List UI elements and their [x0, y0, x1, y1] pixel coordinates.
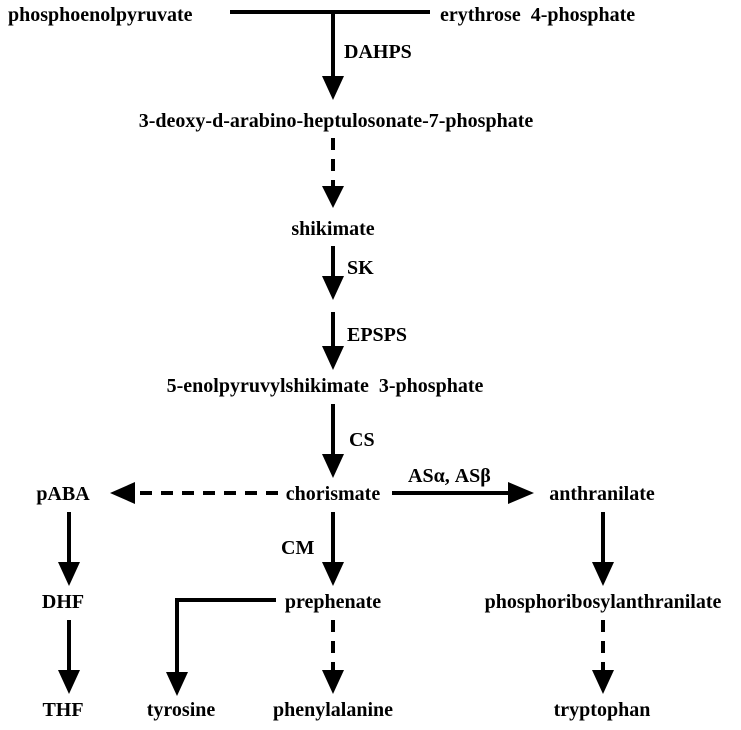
node-dhf: DHF: [42, 591, 84, 613]
arrow-as-head: [508, 482, 534, 504]
enzyme-cm: CM: [281, 537, 314, 559]
arrow-paba-dhf-head: [58, 562, 80, 586]
enzyme-as: ASα, ASβ: [408, 465, 491, 487]
node-erythrose-4-phosphate: erythrose 4-phosphate: [440, 4, 635, 26]
node-tryptophan: tryptophan: [554, 699, 651, 721]
arrow-dahp-shikimate-head: [322, 186, 344, 208]
enzyme-dahps: DAHPS: [344, 41, 412, 63]
arrow-sk-head: [322, 276, 344, 300]
node-phenylalanine: phenylalanine: [273, 699, 393, 721]
arrow-epsps-head: [322, 346, 344, 370]
node-tyrosine: tyrosine: [147, 699, 216, 721]
arrow-chorismate-paba-head: [110, 482, 135, 504]
node-chorismate: chorismate: [286, 483, 381, 505]
arrow-pra-tryptophan-head: [592, 670, 614, 694]
arrow-dahps-head: [322, 76, 344, 100]
arrow-cm-head: [322, 562, 344, 586]
arrow-dhf-thf-head: [58, 670, 80, 694]
node-prephenate: prephenate: [285, 591, 381, 613]
node-anthranilate: anthranilate: [549, 483, 655, 505]
enzyme-epsps: EPSPS: [347, 324, 407, 346]
arrow-prephenate-tyrosine-head: [166, 672, 188, 696]
node-thf: THF: [42, 699, 83, 721]
node-shikimate: shikimate: [291, 218, 374, 240]
arrow-prephenate-phenylalanine-head: [322, 670, 344, 694]
arrow-cs-head: [322, 454, 344, 478]
enzyme-cs: CS: [349, 429, 375, 451]
enzyme-sk: SK: [347, 257, 374, 279]
node-paba: pABA: [36, 483, 90, 505]
node-phosphoribosylanthranilate: phosphoribosylanthranilate: [485, 591, 722, 613]
node-enolpyruvylshikimate-3-phosphate: 5-enolpyruvylshikimate 3-phosphate: [167, 375, 484, 397]
node-dahp: 3-deoxy-d-arabino-heptulosonate-7-phosph…: [139, 110, 534, 132]
arrow-anthranilate-pra-head: [592, 562, 614, 586]
arrow-prephenate-tyrosine-shaft: [175, 598, 276, 676]
node-phosphoenolpyruvate: phosphoenolpyruvate: [8, 4, 193, 26]
